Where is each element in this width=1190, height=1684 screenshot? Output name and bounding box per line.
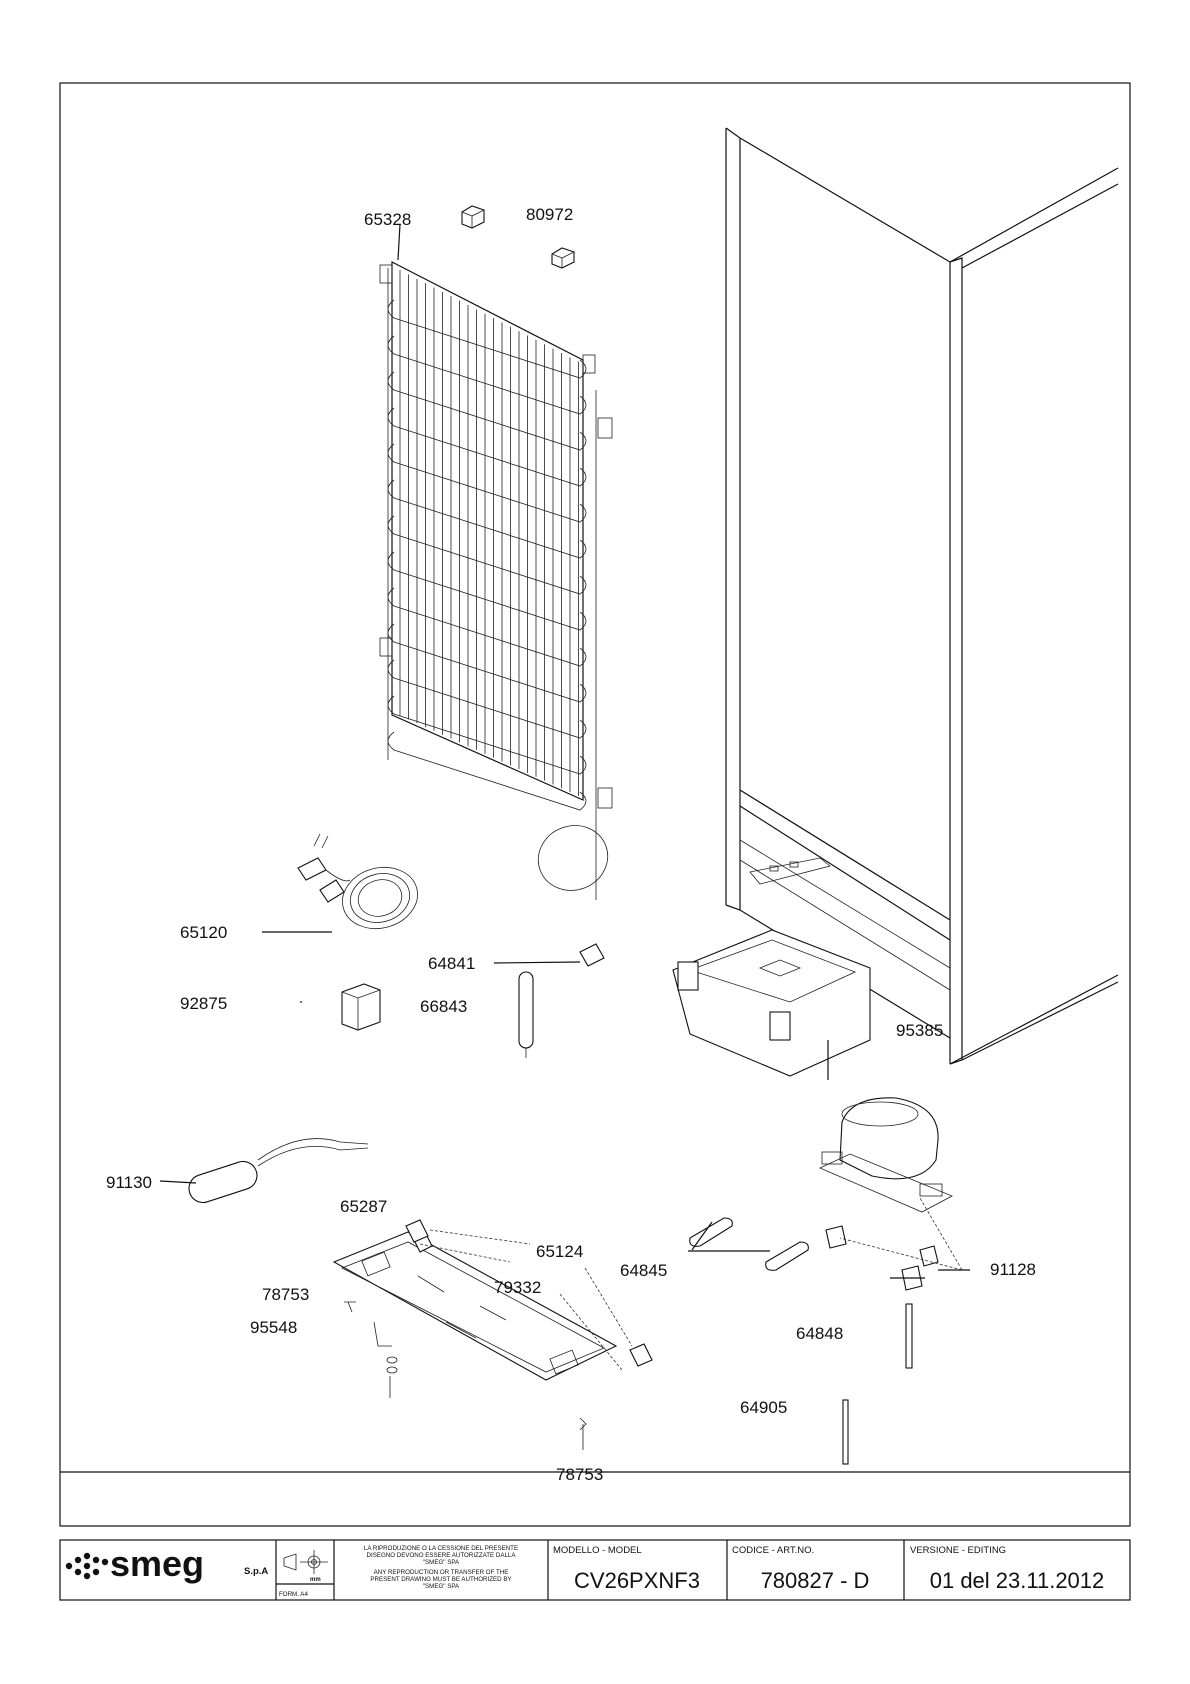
pipe-fitting bbox=[579, 943, 605, 967]
callout-64845: 64845 bbox=[620, 1261, 667, 1280]
callout-79332: 79332 bbox=[494, 1278, 541, 1297]
callout-64841: 64841 bbox=[428, 954, 475, 973]
cube-part bbox=[341, 983, 381, 1031]
callout-91128: 91128 bbox=[990, 1260, 1036, 1279]
clips bbox=[689, 1217, 809, 1271]
callout-78753-left: 78753 bbox=[262, 1285, 309, 1304]
drawing-frame bbox=[59, 82, 1131, 1527]
callout-65124: 65124 bbox=[536, 1242, 583, 1261]
capacitor bbox=[188, 1138, 369, 1204]
projection-symbol-icon: mm bbox=[283, 1550, 328, 1583]
leader-lines bbox=[159, 223, 970, 1371]
notice-en-line2: PRESENT DRAWING MUST BE AUTHORIZED BY bbox=[370, 1576, 511, 1583]
paper-format: FORM. A4 bbox=[279, 1591, 308, 1598]
callout-95385: 95385 bbox=[896, 1021, 943, 1040]
callout-65287: 65287 bbox=[340, 1197, 387, 1216]
notice-it-line1: LA RIPRODUZIONE O LA CESSIONE DEL PRESEN… bbox=[364, 1545, 518, 1552]
callout-65328: 65328 bbox=[364, 210, 411, 229]
compressor bbox=[819, 1097, 953, 1213]
callout-labels: 65328 80972 65120 64841 92875 66843 9538… bbox=[106, 205, 1036, 1484]
callout-78753-bottom: 78753 bbox=[556, 1465, 603, 1484]
dryer-filter bbox=[518, 971, 534, 1058]
notice-en-line3: "SMEG" SPA bbox=[423, 1583, 460, 1590]
model-label: MODELLO - MODEL bbox=[553, 1545, 642, 1556]
pins bbox=[842, 1303, 913, 1465]
code-value: 780827 - D bbox=[761, 1568, 870, 1593]
grommets bbox=[405, 1219, 653, 1367]
version-value: 01 del 23.11.2012 bbox=[930, 1568, 1105, 1593]
version-label: VERSIONE - EDITING bbox=[910, 1545, 1006, 1556]
callout-91130: 91130 bbox=[106, 1173, 152, 1192]
callout-64905: 64905 bbox=[740, 1398, 787, 1417]
callout-65120: 65120 bbox=[180, 923, 227, 942]
notice-it-line3: "SMEG" SPA bbox=[423, 1559, 460, 1566]
power-cable-illustration bbox=[297, 833, 418, 930]
rubber-pad-parts bbox=[461, 205, 575, 269]
screws-and-washers bbox=[344, 1301, 587, 1450]
callout-80972: 80972 bbox=[526, 205, 573, 224]
callout-64848: 64848 bbox=[796, 1324, 843, 1343]
callout-92875: 92875 bbox=[180, 994, 227, 1013]
callout-66843: 66843 bbox=[420, 997, 467, 1016]
notice-it-line2: DISEGNO DEVONO ESSERE AUTORIZZATE DALLA bbox=[367, 1552, 517, 1559]
notice-en-line1: ANY REPRODUCTION OR TRANSFER OF THE bbox=[374, 1569, 509, 1576]
callout-95548: 95548 bbox=[250, 1318, 297, 1337]
titleblock: smeg S.p.A mm FORM. A4 LA RIPRODUZIONE O… bbox=[59, 1539, 1131, 1601]
brand-suffix: S.p.A bbox=[244, 1566, 268, 1577]
compressor-grommets bbox=[825, 1225, 939, 1291]
drip-tray bbox=[672, 929, 871, 1080]
model-value: CV26PXNF3 bbox=[574, 1568, 700, 1593]
cabinet-illustration bbox=[725, 127, 1119, 1065]
unit-symbol: mm bbox=[310, 1577, 321, 1583]
brand-name: smeg bbox=[110, 1543, 204, 1584]
compressor-base-plate bbox=[332, 1229, 618, 1381]
code-label: CODICE - ART.NO. bbox=[732, 1545, 814, 1556]
smeg-logo: smeg S.p.A bbox=[65, 1543, 268, 1584]
condenser-grid bbox=[379, 261, 613, 900]
